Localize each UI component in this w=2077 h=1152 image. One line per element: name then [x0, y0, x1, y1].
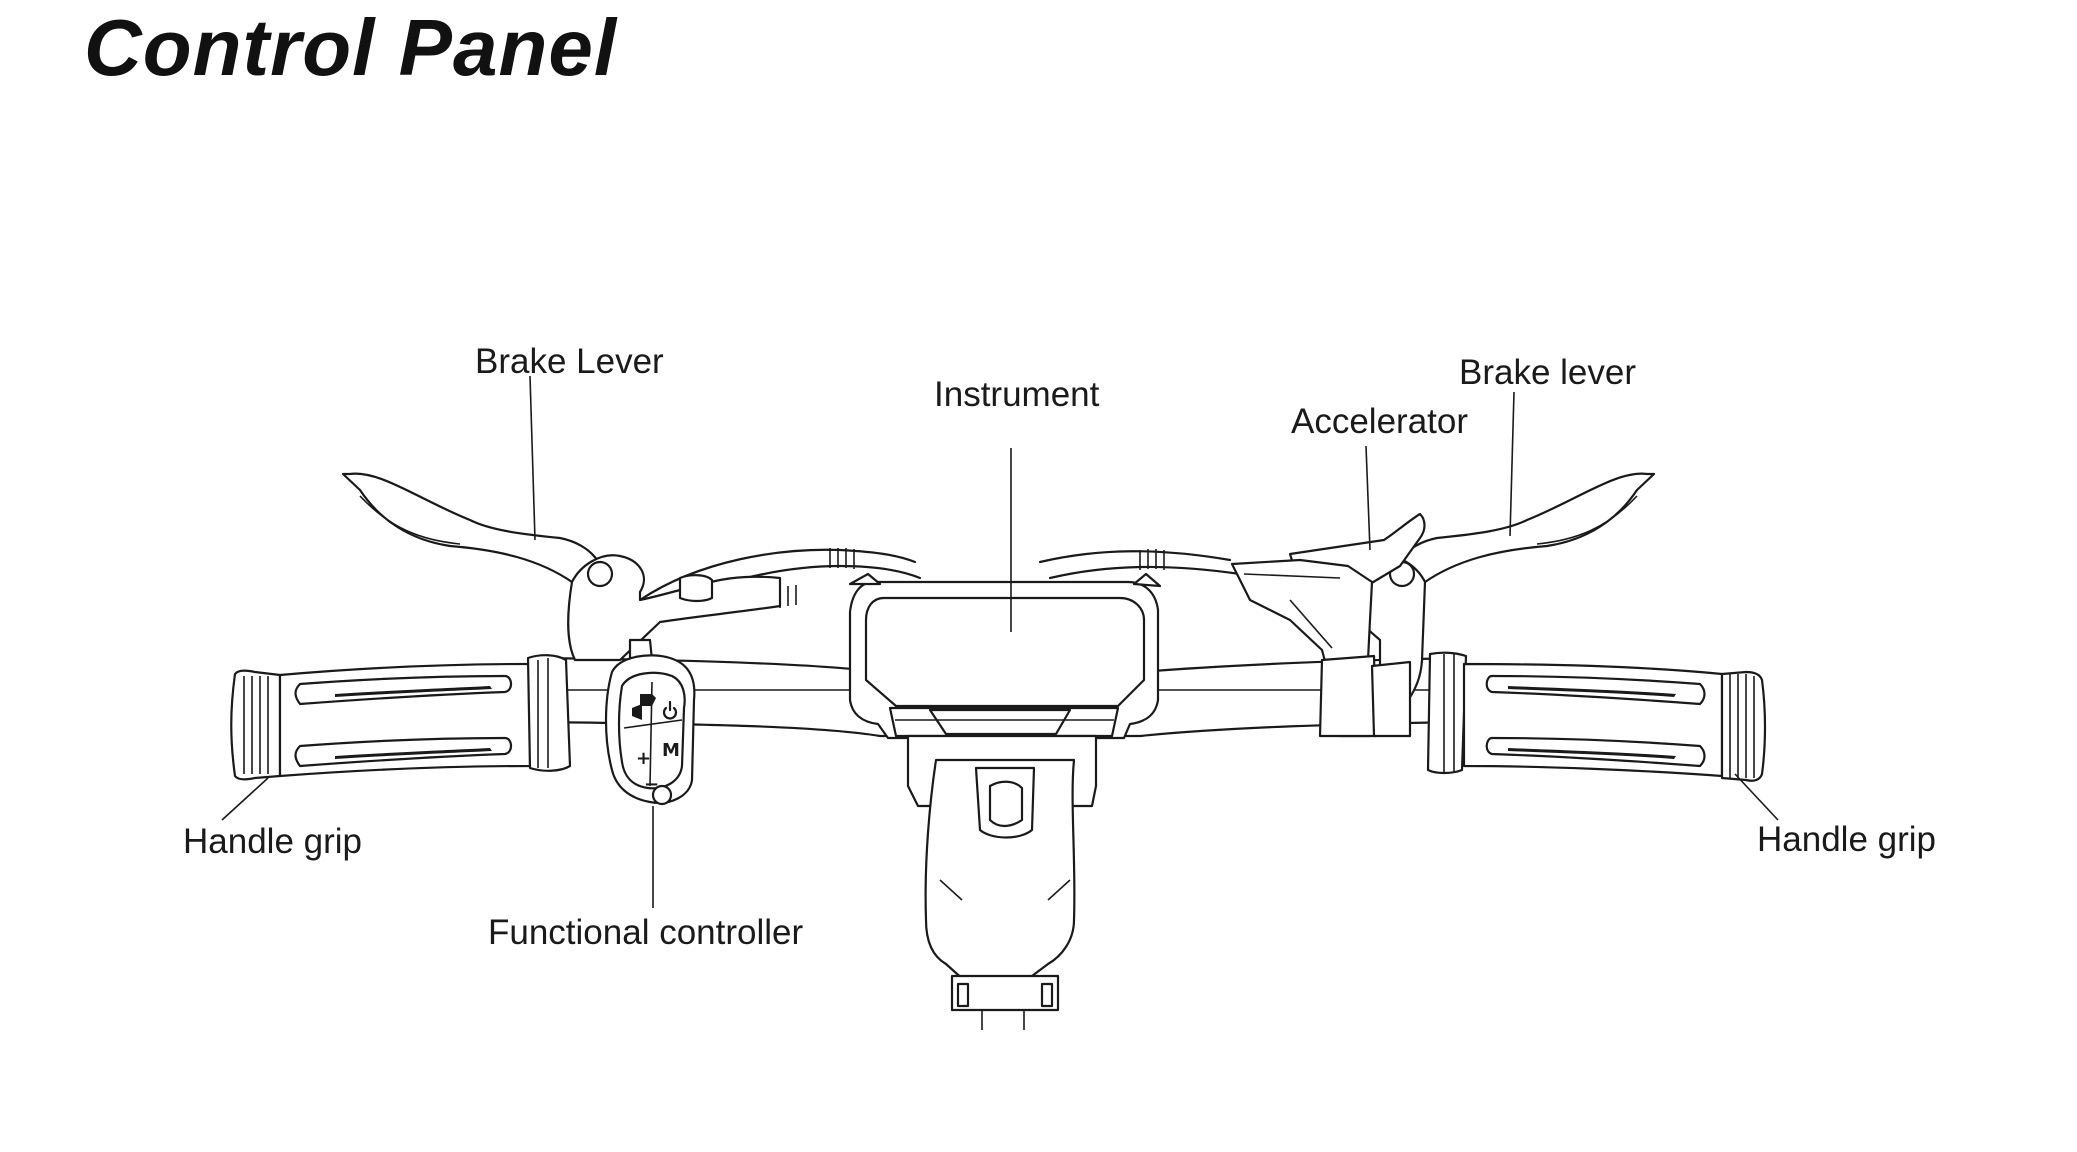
label-instrument: Instrument	[934, 375, 1100, 414]
label-brake-lever-left: Brake Lever	[475, 342, 664, 381]
brake-lever-right	[1393, 472, 1656, 592]
svg-text:−: −	[644, 774, 659, 795]
brake-lever-left-housing	[567, 554, 782, 662]
brake-lever-left	[341, 472, 604, 592]
leader-lines	[221, 375, 1779, 908]
handle-grip-right	[1370, 651, 1767, 782]
label-handle-grip-left: Handle grip	[183, 822, 362, 861]
label-accelerator: Accelerator	[1291, 402, 1469, 441]
label-handle-grip-right: Handle grip	[1757, 820, 1936, 859]
label-functional-controller: Functional controller	[488, 913, 804, 952]
page-title: Control Panel	[84, 3, 618, 92]
instrument-display	[848, 572, 1162, 740]
functional-controller: + M −	[604, 638, 696, 806]
stem	[906, 734, 1098, 1030]
handle-grip-left	[230, 654, 572, 781]
svg-text:M: M	[662, 740, 680, 761]
label-brake-lever-right: Brake lever	[1459, 353, 1637, 392]
svg-text:+: +	[636, 748, 651, 769]
